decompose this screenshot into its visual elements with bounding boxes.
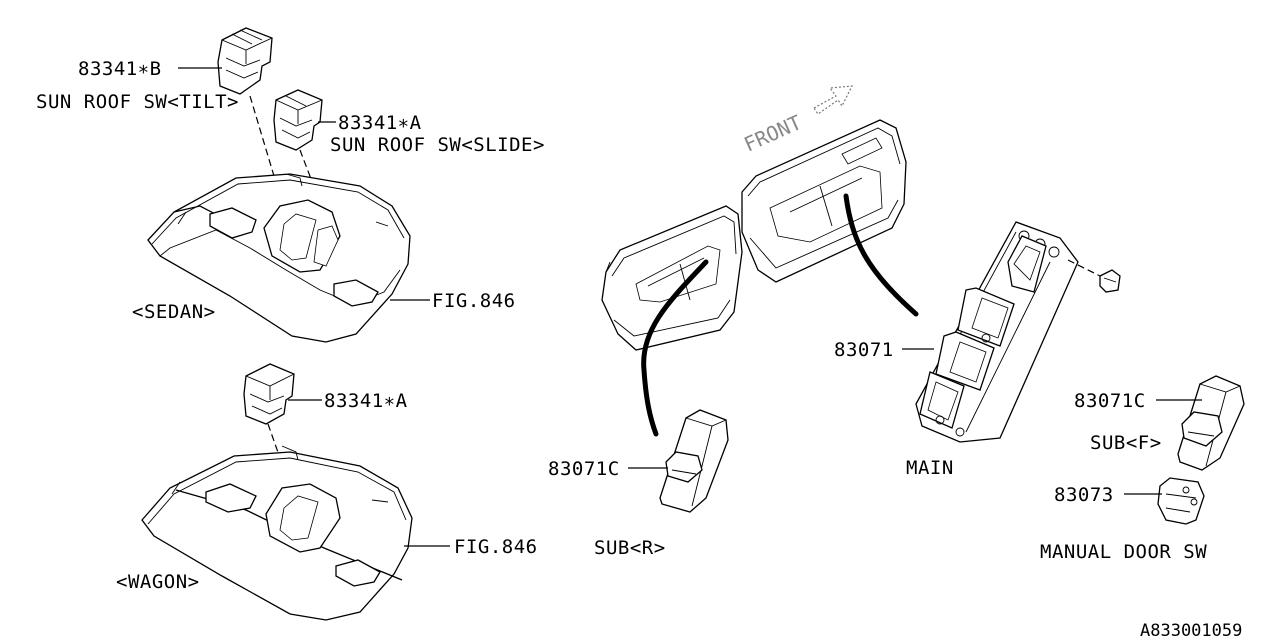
diagram-id: A833001059 [1140,621,1242,640]
rear-door-trim [601,205,743,351]
sub-f-part-number: 83071C [1074,390,1146,412]
sub-f-label: SUB<F> [1090,432,1162,454]
wagon-slide-switch [243,363,295,425]
wagon-console-body [141,445,413,621]
front-cable [843,193,919,317]
front-label: FRONT [740,110,805,156]
sedan-console-group [147,27,411,343]
sunroof-tilt-switch [217,27,273,95]
wagon-fig-ref: FIG.846 [454,536,538,558]
front-door-trim [741,119,907,283]
manual-label: MANUAL DOOR SW [1040,541,1207,563]
wagon-label: <WAGON> [116,571,200,593]
slide-part-name: SUN ROOF SW<SLIDE> [330,134,545,156]
manual-door-switch [1157,477,1205,525]
wagon-part-number: 83341∗A [324,390,408,412]
main-window-switch [915,221,1079,443]
sub-front-switch [1177,375,1245,471]
sedan-label: <SEDAN> [132,301,216,323]
sub-r-part-number: 83071C [548,458,620,480]
sedan-console-body [147,173,411,343]
tilt-part-number: 83341∗B [78,58,162,80]
wagon-dash-line [267,423,281,459]
main-label: MAIN [906,457,954,479]
screw [1067,259,1121,293]
wagon-console-group [141,363,413,621]
main-part-number: 83071 [834,339,894,361]
sub-rear-switch [659,409,729,513]
tilt-part-name: SUN ROOF SW<TILT> [36,91,239,113]
rear-cable [641,259,709,437]
sunroof-slide-switch [273,89,323,151]
manual-part-number: 83073 [1054,484,1114,506]
sub-r-label: SUB<R> [594,537,666,559]
slide-part-number: 83341∗A [338,112,422,134]
sedan-fig-ref: FIG.846 [432,290,516,312]
tilt-dash-line [249,95,275,177]
